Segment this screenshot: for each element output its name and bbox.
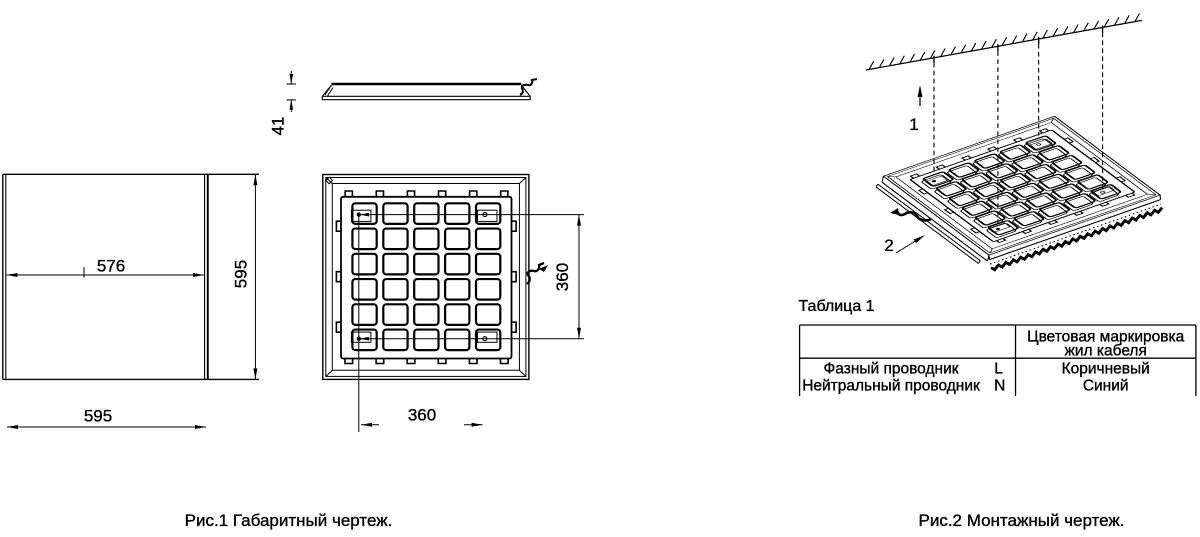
- svg-text:41: 41: [269, 117, 288, 136]
- svg-text:N: N: [994, 378, 1005, 395]
- svg-text:Нейтральный проводник: Нейтральный проводник: [802, 378, 980, 395]
- svg-text:360: 360: [408, 406, 436, 425]
- svg-text:360: 360: [553, 263, 572, 291]
- svg-text:L: L: [994, 361, 1003, 378]
- svg-text:Цветовая маркировка: Цветовая маркировка: [1027, 329, 1184, 346]
- svg-text:2: 2: [884, 236, 893, 255]
- svg-text:Синий: Синий: [1083, 378, 1129, 395]
- svg-text:595: 595: [232, 260, 251, 288]
- svg-text:Таблица 1: Таблица 1: [799, 298, 875, 315]
- svg-text:576: 576: [97, 257, 125, 276]
- svg-text:595: 595: [84, 407, 112, 426]
- svg-text:1: 1: [909, 115, 918, 134]
- svg-text:Коричневый: Коричневый: [1062, 361, 1150, 378]
- svg-text:Рис.1 Габаритный чертеж.: Рис.1 Габаритный чертеж.: [185, 511, 393, 530]
- svg-text:Рис.2 Монтажный чертеж.: Рис.2 Монтажный чертеж.: [918, 511, 1124, 530]
- svg-text:жил кабеля: жил кабеля: [1065, 343, 1147, 360]
- svg-text:Фазный проводник: Фазный проводник: [823, 361, 958, 378]
